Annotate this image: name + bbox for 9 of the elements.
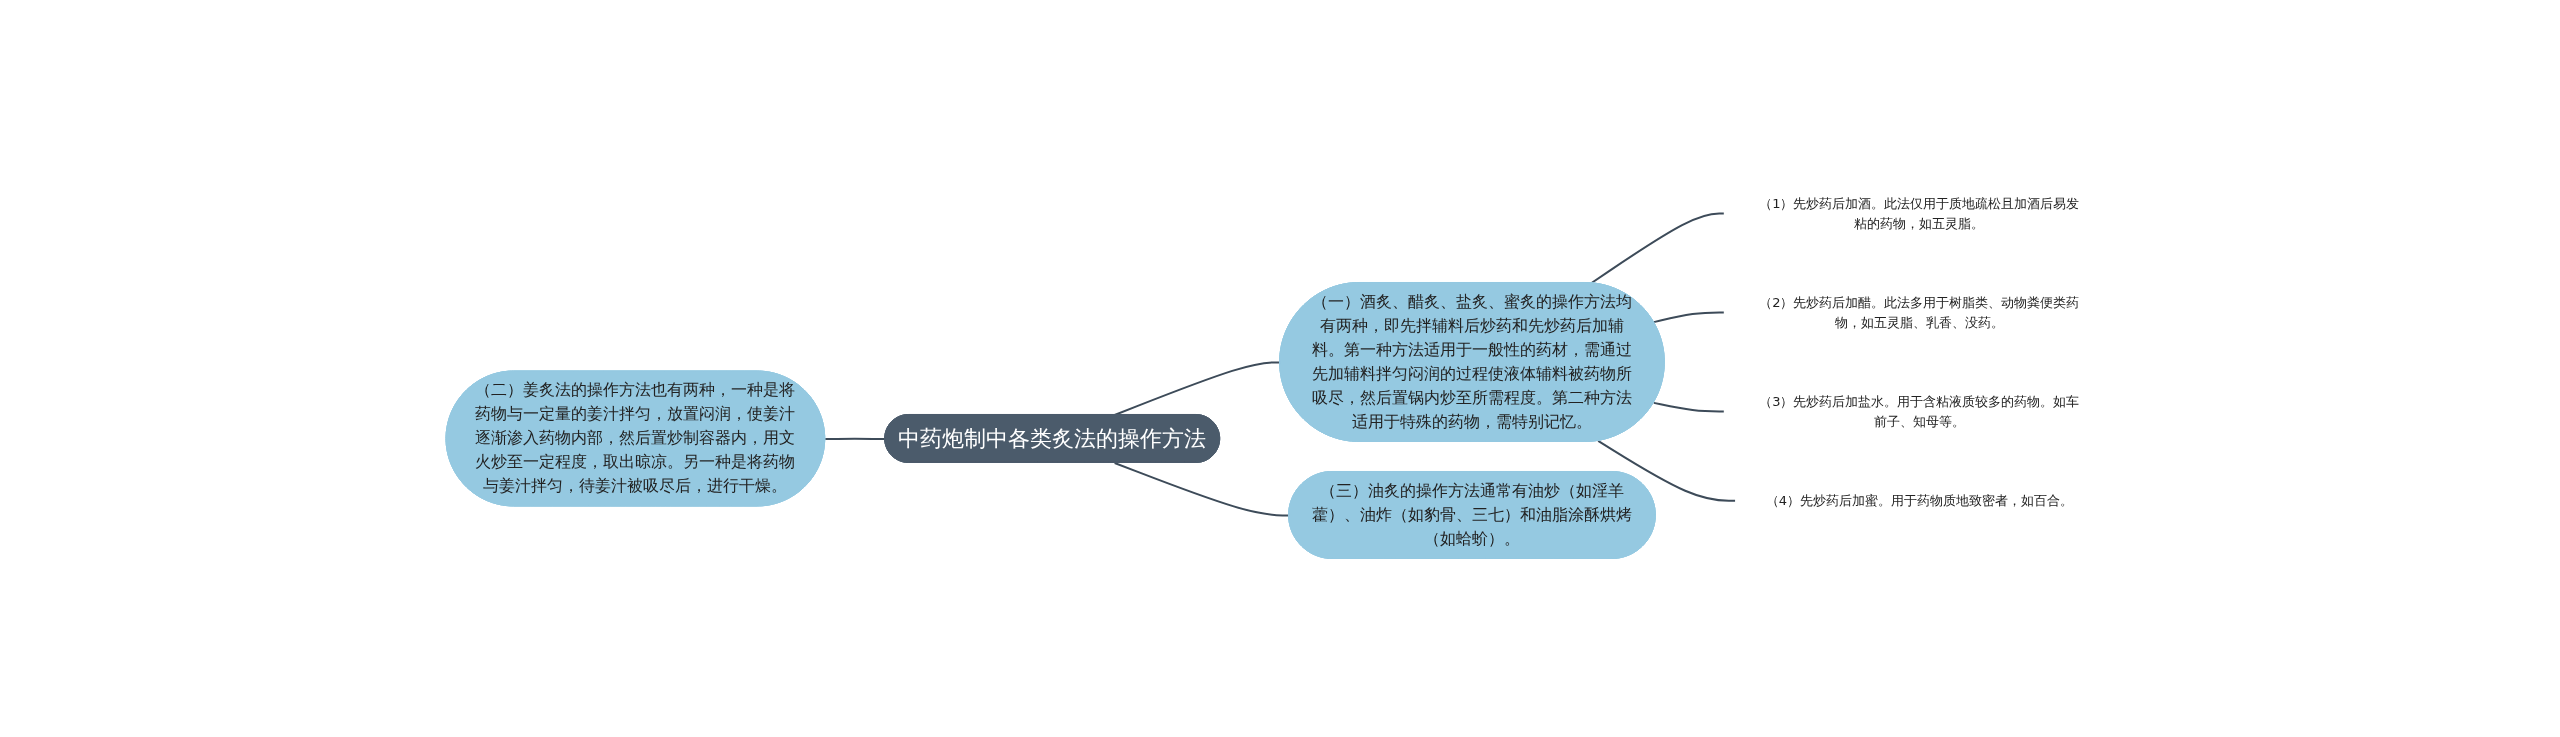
node-text: （1）先炒药后加酒。此法仅用于质地疏松且加酒后易发粘的药物，如五灵脂。 bbox=[1759, 195, 2080, 231]
connector bbox=[1597, 439, 1737, 502]
node-text: （3）先炒药后加盐水。用于含粘液质较多的药物。如车前子、知母等。 bbox=[1759, 393, 2080, 429]
node-text: （2）先炒药后加醋。此法多用于树脂类、动物粪便类药物，如五灵脂、乳香、没药。 bbox=[1759, 294, 2080, 330]
connector bbox=[1652, 401, 1726, 413]
connector bbox=[1652, 311, 1726, 323]
connector bbox=[1113, 461, 1290, 517]
node-text: （4）先炒药后加蜜。用于药物质地致密者，如百合。 bbox=[1765, 492, 2073, 508]
connector bbox=[1590, 212, 1726, 284]
